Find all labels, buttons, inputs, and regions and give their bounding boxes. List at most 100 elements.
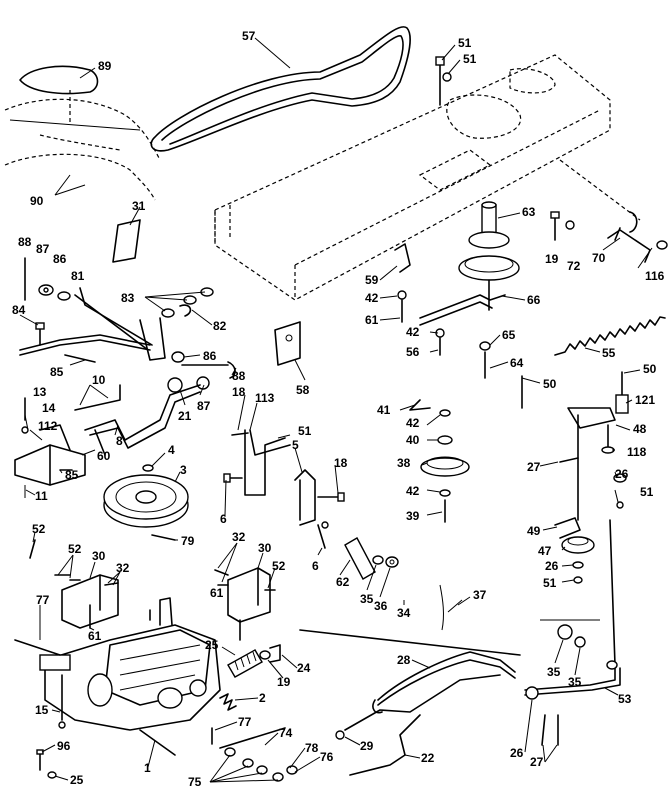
washer-65-bolt-64 <box>479 341 491 379</box>
callout-48: 48 <box>633 422 647 436</box>
callout-72: 72 <box>567 259 581 273</box>
callout-83: 83 <box>121 291 135 305</box>
callout-86: 86 <box>53 252 67 266</box>
callout-85: 85 <box>50 365 64 379</box>
callout-6: 6 <box>312 559 319 573</box>
callout-10: 10 <box>92 373 106 387</box>
callout-112: 112 <box>38 419 58 433</box>
callout-86: 86 <box>203 349 217 363</box>
callout-51: 51 <box>640 485 654 499</box>
bolt-6 <box>317 521 329 549</box>
idler-pulley-38 <box>409 399 470 523</box>
bracket-5 <box>294 469 345 526</box>
callout-42: 42 <box>365 291 379 305</box>
callout-56: 56 <box>406 345 420 359</box>
bolt-51-top <box>435 56 452 106</box>
callout-87: 87 <box>197 399 211 413</box>
callout-29: 29 <box>360 739 374 753</box>
callout-74: 74 <box>279 726 293 740</box>
callout-57: 57 <box>242 29 256 43</box>
callout-118: 118 <box>627 445 647 459</box>
bracket-113 <box>223 429 291 496</box>
callout-79: 79 <box>181 534 195 548</box>
callout-50: 50 <box>643 362 657 376</box>
callout-19: 19 <box>545 252 559 266</box>
callout-2: 2 <box>259 691 266 705</box>
callout-18: 18 <box>232 385 246 399</box>
pulley-63 <box>458 201 520 311</box>
callout-36: 36 <box>374 599 388 613</box>
callout-24: 24 <box>297 661 311 675</box>
callout-1: 1 <box>144 761 151 775</box>
callout-75: 75 <box>188 775 202 789</box>
lever-assembly-8 <box>74 377 201 456</box>
bolt-19-washer-72 <box>550 211 575 241</box>
callout-40: 40 <box>406 433 420 447</box>
sleeve-62 <box>344 537 399 580</box>
callout-5: 5 <box>292 438 299 452</box>
callout-26: 26 <box>510 746 524 760</box>
callout-52: 52 <box>68 542 82 556</box>
callout-52: 52 <box>272 559 286 573</box>
callout-35: 35 <box>547 665 561 679</box>
callout-42: 42 <box>406 416 420 430</box>
callout-30: 30 <box>258 541 272 555</box>
pin-79 <box>151 534 176 541</box>
linkage-shaft-81 <box>19 287 153 363</box>
callout-42: 42 <box>406 325 420 339</box>
callout-42: 42 <box>406 484 420 498</box>
callout-6: 6 <box>220 512 227 526</box>
callout-4: 4 <box>168 443 175 457</box>
callout-37: 37 <box>473 588 487 602</box>
callout-49: 49 <box>527 524 541 538</box>
idler-arm-48 <box>521 371 629 521</box>
callout-53: 53 <box>618 692 632 706</box>
pulley-3 <box>103 464 189 528</box>
spring-25 <box>219 644 281 711</box>
bracket-60-112 <box>14 397 86 498</box>
callout-113: 113 <box>255 391 275 405</box>
rod-53 <box>524 519 621 746</box>
callout-96: 96 <box>57 739 71 753</box>
rod-28 <box>299 629 521 714</box>
washers-left-top <box>24 257 71 301</box>
bolt-96-25 <box>36 749 57 779</box>
callout-32: 32 <box>116 561 130 575</box>
callout-63: 63 <box>522 205 536 219</box>
callout-15: 15 <box>35 703 49 717</box>
callout-61: 61 <box>365 313 379 327</box>
callout-11: 11 <box>35 489 48 503</box>
bracket-31 <box>112 219 141 263</box>
callout-39: 39 <box>406 509 420 523</box>
idler-linkage <box>394 243 506 356</box>
callout-35: 35 <box>360 592 374 606</box>
bracket-30-right <box>214 567 276 641</box>
callout-78: 78 <box>305 741 319 755</box>
callout-89: 89 <box>98 59 112 73</box>
callout-18: 18 <box>334 456 348 470</box>
callout-90: 90 <box>30 194 44 208</box>
callout-87: 87 <box>36 242 50 256</box>
callout-88: 88 <box>18 235 32 249</box>
bracket-30-left <box>29 539 119 629</box>
callout-labels: 57 51 51 89 90 63 31 19 72 70 116 88 87 … <box>12 29 665 789</box>
body-panel-89 <box>4 65 161 201</box>
spring-55 <box>554 316 666 356</box>
callout-31: 31 <box>132 199 146 213</box>
idler-pulley-47 <box>554 517 595 584</box>
callout-66: 66 <box>527 293 541 307</box>
lines-34-37 <box>439 584 463 631</box>
callout-3: 3 <box>180 463 187 477</box>
callout-26: 26 <box>615 467 629 481</box>
hardware-75 <box>211 727 298 782</box>
callout-19: 19 <box>277 675 291 689</box>
drive-belt-57 <box>150 26 411 152</box>
callout-47: 47 <box>538 544 552 558</box>
callout-51: 51 <box>458 36 472 50</box>
callout-38: 38 <box>397 456 411 470</box>
callout-13: 13 <box>33 385 47 399</box>
callout-30: 30 <box>92 549 106 563</box>
callout-84: 84 <box>12 303 26 317</box>
callout-121: 121 <box>635 393 655 407</box>
callout-51: 51 <box>543 576 557 590</box>
